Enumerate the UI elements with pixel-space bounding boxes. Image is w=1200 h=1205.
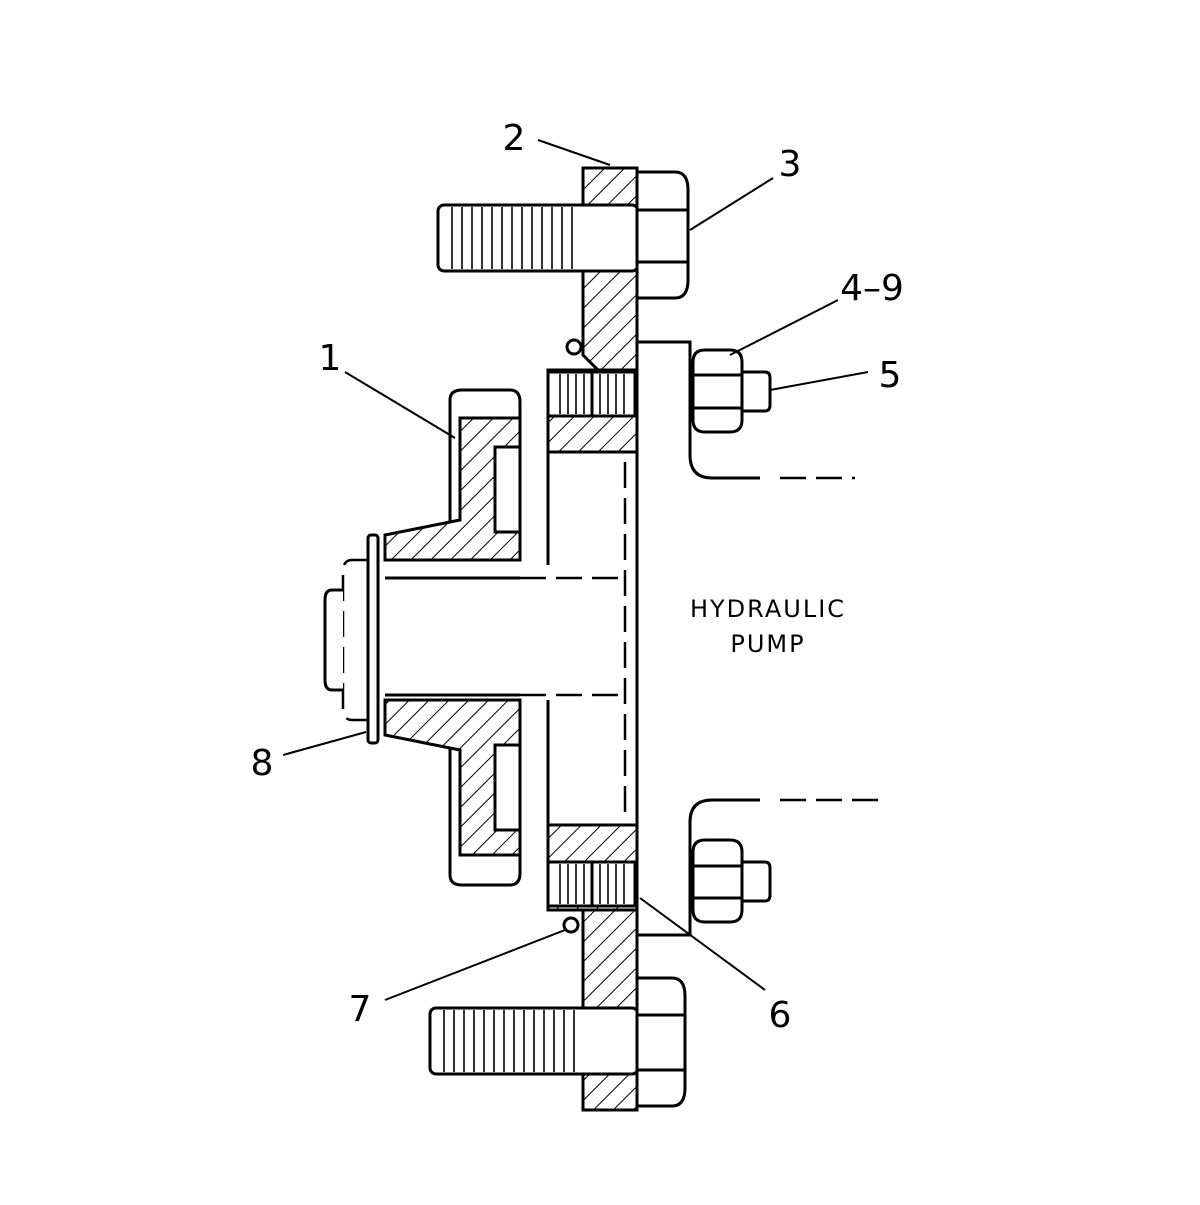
hydraulic-pump-body <box>546 340 878 937</box>
lower-o-ring <box>562 916 580 934</box>
lower-pump-nut <box>691 838 772 924</box>
pump-label-line1: HYDRAULIC <box>690 595 846 623</box>
upper-o-ring <box>565 338 583 356</box>
upper-bolt <box>436 170 690 300</box>
mounting-flange <box>546 166 639 1112</box>
pump-label-line2: PUMP <box>730 630 805 658</box>
coupling-hub <box>383 388 625 887</box>
upper-stud <box>546 370 637 418</box>
lower-stud <box>546 860 637 908</box>
callout-8: 8 <box>251 743 274 784</box>
callout-5: 5 <box>879 355 902 396</box>
callout-6: 6 <box>769 995 792 1036</box>
callout-1: 1 <box>319 338 342 379</box>
callout-7: 7 <box>349 989 372 1030</box>
callout-4-9: 4–9 <box>840 268 904 309</box>
retainer-nut <box>323 533 380 745</box>
leader-lines <box>282 139 869 1001</box>
lower-bolt <box>428 976 687 1108</box>
callout-2: 2 <box>503 118 526 159</box>
callout-3: 3 <box>779 144 802 185</box>
upper-pump-nut <box>691 348 772 434</box>
